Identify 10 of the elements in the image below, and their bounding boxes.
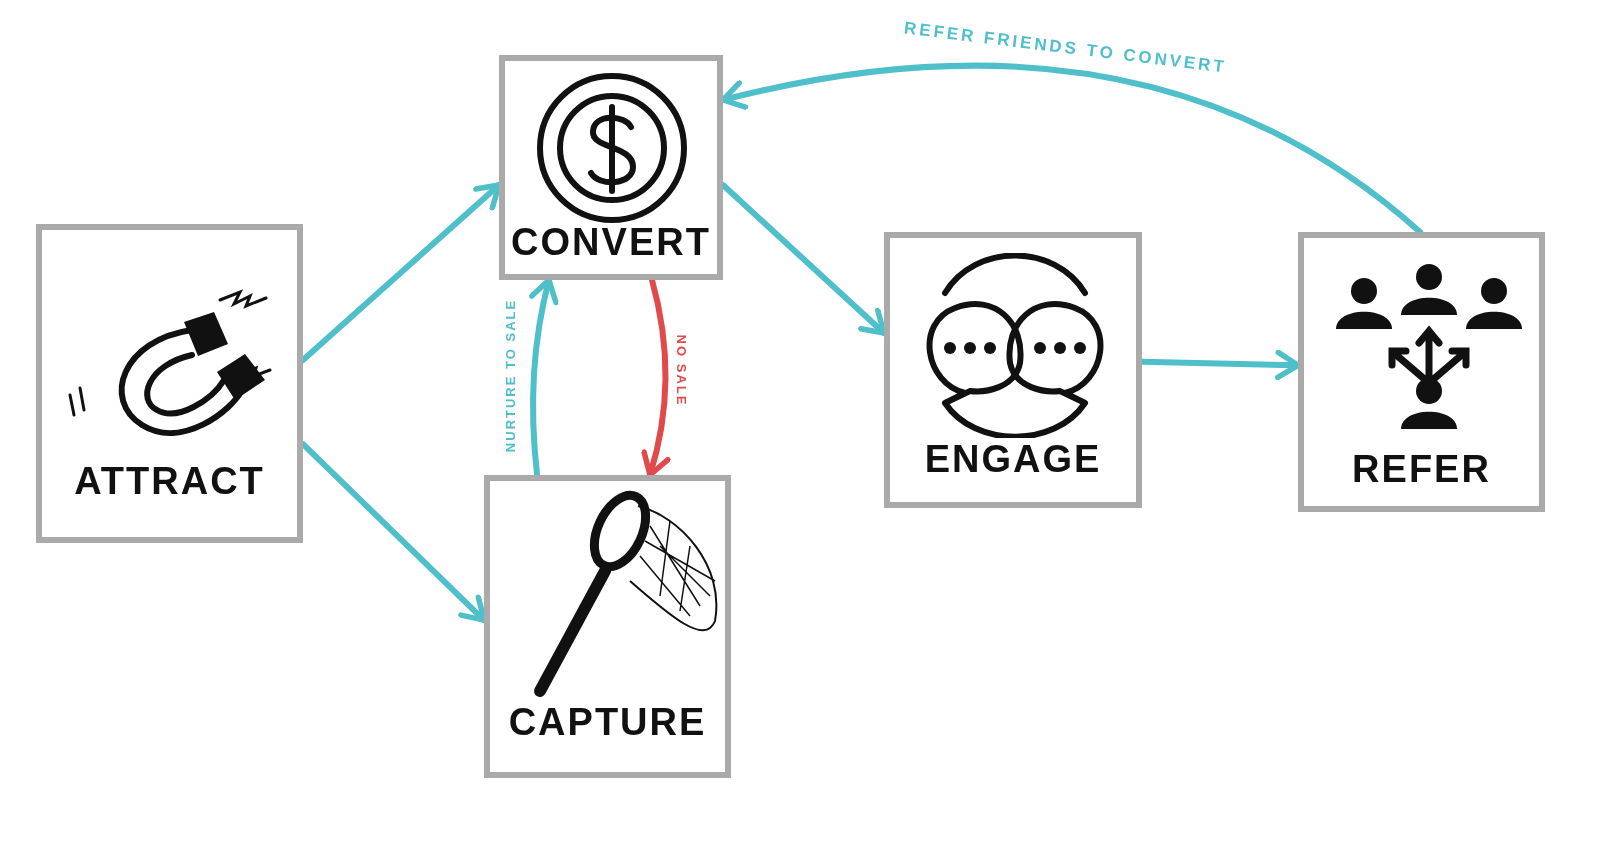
node-label: ATTRACT — [73, 460, 266, 503]
process-box — [884, 232, 1142, 508]
process-box — [499, 55, 723, 280]
process-box — [1298, 232, 1545, 512]
process-box — [484, 475, 731, 778]
node-label: REFER — [1351, 448, 1492, 491]
process-box — [36, 224, 303, 543]
node-label: ENGAGE — [923, 438, 1103, 481]
node-label: CONVERT — [510, 221, 712, 264]
node-label: CAPTURE — [507, 701, 708, 744]
